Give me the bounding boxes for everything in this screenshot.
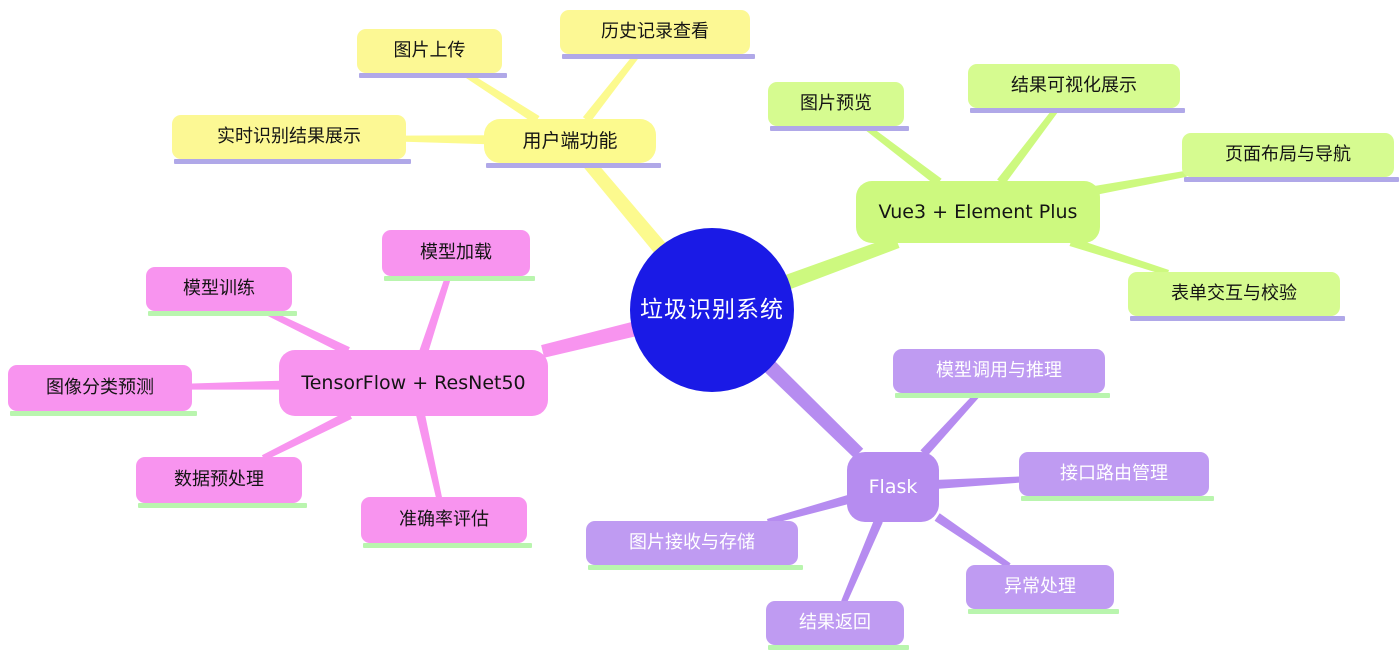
connector: [582, 51, 641, 123]
leaf-label-image-classify: 图像分类预测: [46, 377, 154, 398]
connector: [934, 513, 1011, 569]
leaf-label-accuracy-eval: 准确率评估: [399, 509, 489, 530]
leaf-label-image-upload: 图片上传: [393, 40, 466, 61]
connector: [582, 157, 668, 256]
underline-bar: [359, 73, 507, 78]
branch-node-frontend[interactable]: Vue3 + Element Plus: [856, 181, 1100, 243]
connector: [862, 122, 942, 186]
connector: [188, 380, 285, 390]
leaf-label-model-load: 模型加载: [420, 242, 492, 263]
leaf-label-image-storage: 图片接收与存储: [629, 532, 755, 553]
underline-bar: [970, 108, 1185, 113]
leaf-node-result-return[interactable]: 结果返回: [766, 601, 909, 650]
underline-bar: [486, 163, 661, 168]
leaf-node-model-infer[interactable]: 模型调用与推理: [893, 349, 1110, 398]
leaf-node-data-preprocess[interactable]: 数据预处理: [136, 457, 307, 508]
connector: [997, 105, 1061, 185]
underline-bar: [363, 543, 532, 548]
underline-bar: [138, 503, 307, 508]
underline-bar: [1021, 496, 1214, 501]
leaf-node-error-handling[interactable]: 异常处理: [966, 565, 1119, 614]
connector: [782, 235, 900, 291]
underline-bar: [1184, 177, 1399, 182]
connector: [261, 410, 352, 461]
branch-label-client: 用户端功能: [522, 129, 618, 152]
leaf-node-image-upload[interactable]: 图片上传: [357, 29, 507, 78]
branch-label-backend: Flask: [868, 475, 918, 498]
underline-bar: [768, 645, 909, 650]
underline-bar: [1130, 316, 1345, 321]
branch-label-model: TensorFlow + ResNet50: [301, 371, 526, 394]
branch-node-model[interactable]: TensorFlow + ResNet50: [279, 350, 548, 416]
leaf-label-realtime-result: 实时识别结果展示: [217, 126, 361, 147]
leaf-label-error-handling: 异常处理: [1004, 576, 1076, 597]
leaf-label-model-train: 模型训练: [183, 278, 255, 299]
leaf-node-model-load[interactable]: 模型加载: [382, 230, 535, 281]
leaf-node-model-train[interactable]: 模型训练: [146, 267, 297, 316]
connector: [936, 476, 1023, 489]
leaf-node-image-storage[interactable]: 图片接收与存储: [586, 521, 803, 570]
underline-bar: [384, 276, 535, 281]
branch-node-client[interactable]: 用户端功能: [484, 119, 661, 168]
underline-bar: [770, 126, 909, 131]
leaf-label-image-preview: 图片预览: [800, 93, 872, 114]
leaf-node-image-preview[interactable]: 图片预览: [768, 82, 909, 131]
leaf-label-form-validate: 表单交互与校验: [1171, 283, 1297, 304]
underline-bar: [895, 393, 1110, 398]
leaf-node-realtime-result[interactable]: 实时识别结果展示: [172, 115, 411, 164]
underline-bar: [588, 565, 803, 570]
branch-node-backend[interactable]: Flask: [847, 452, 939, 522]
leaf-label-result-return: 结果返回: [799, 612, 871, 633]
underline-bar: [562, 54, 755, 59]
underline-bar: [10, 411, 197, 416]
leaf-node-page-layout[interactable]: 页面布局与导航: [1182, 133, 1399, 182]
connector: [1094, 170, 1187, 195]
leaf-node-history-view[interactable]: 历史记录查看: [560, 10, 755, 59]
root-node[interactable]: 垃圾识别系统: [630, 228, 794, 392]
leaf-node-api-routing[interactable]: 接口路由管理: [1019, 452, 1214, 501]
connector: [841, 518, 883, 604]
root-node-label: 垃圾识别系统: [640, 296, 784, 323]
connector: [541, 321, 638, 358]
connector: [401, 135, 488, 145]
leaf-label-data-preprocess: 数据预处理: [174, 469, 264, 490]
underline-bar: [968, 609, 1119, 614]
leaf-node-result-visual[interactable]: 结果可视化展示: [968, 64, 1185, 113]
leaf-label-page-layout: 页面布局与导航: [1225, 144, 1351, 165]
connector: [920, 390, 982, 457]
leaf-node-form-validate[interactable]: 表单交互与校验: [1128, 272, 1345, 321]
connector: [416, 413, 442, 499]
leaf-label-history-view: 历史记录查看: [601, 21, 709, 42]
leaf-label-api-routing: 接口路由管理: [1060, 463, 1168, 484]
connector: [419, 274, 452, 353]
connector: [1069, 237, 1169, 276]
leaf-node-image-classify[interactable]: 图像分类预测: [8, 365, 197, 416]
leaf-node-accuracy-eval[interactable]: 准确率评估: [361, 497, 532, 548]
underline-bar: [148, 311, 297, 316]
leaf-label-model-infer: 模型调用与推理: [936, 360, 1062, 381]
leaf-label-result-visual: 结果可视化展示: [1011, 75, 1137, 96]
underline-bar: [174, 159, 411, 164]
branch-label-frontend: Vue3 + Element Plus: [878, 200, 1078, 223]
connector: [762, 359, 864, 458]
